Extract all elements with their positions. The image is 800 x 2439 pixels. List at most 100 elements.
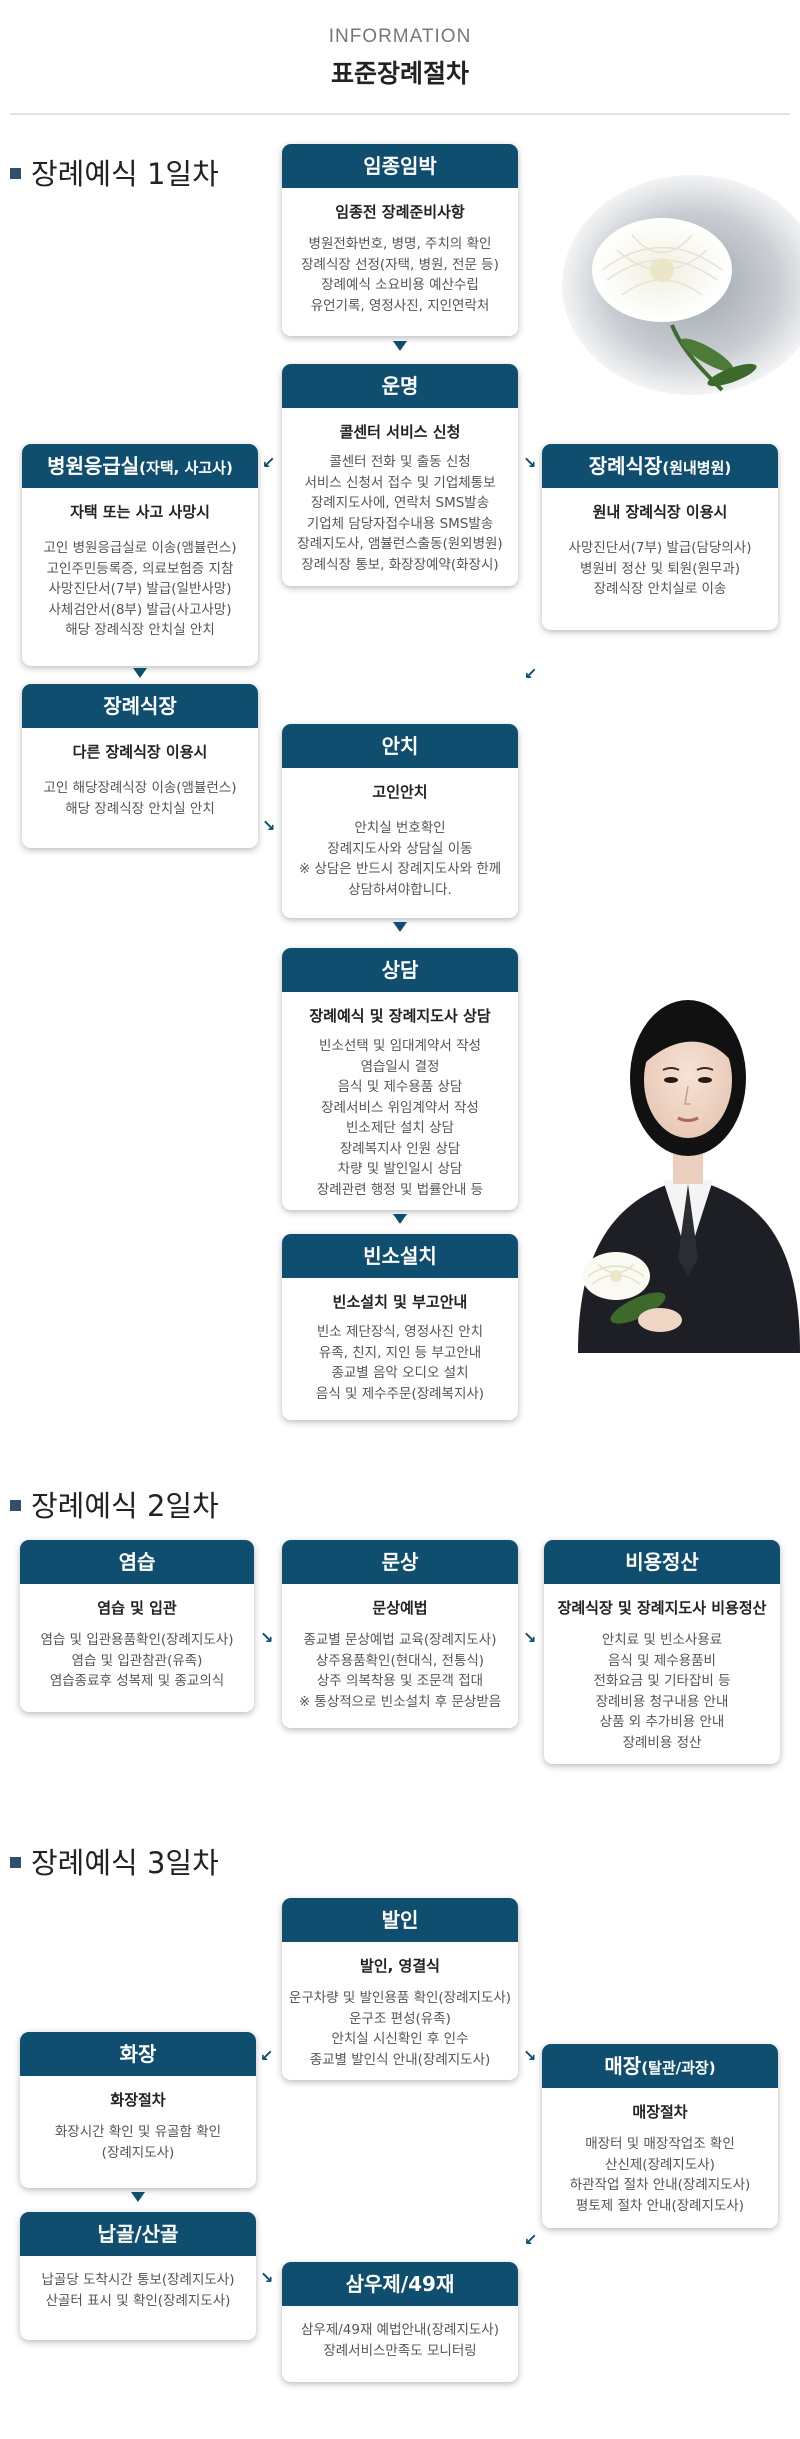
step-other-title: 장례식장 [22,684,258,728]
list-item: 종교별 발인식 안내(장례지도사) [309,2051,491,2068]
step-binso-lines: 빈소 제단장식, 영정사진 안치 유족, 친지, 지인 등 부고안내 종교별 음… [282,1322,518,1404]
step-imjong-lines: 병원전화번호, 병명, 주치의 확인 장례식장 선정(자택, 병원, 전문 등)… [282,234,518,316]
arrow-down-icon [133,668,147,678]
step-cost-title: 비용정산 [544,1540,780,1584]
list-item: 안치실 번호확인 [354,820,446,836]
step-burial-lines: 매장터 및 매장작업조 확인 산신제(장례지도사) 하관작업 절차 안내(장례지… [542,2134,778,2216]
step-cost-subtitle: 장례식장 및 장례지도사 비용정산 [557,1599,767,1617]
arrow-diagonal-icon: ↘ [260,1628,274,1647]
list-item: 장례식장 선정(자택, 병원, 전문 등) [301,256,499,273]
step-other-subtitle: 다른 장례식장 이용시 [72,743,208,761]
list-item: 장례서비스 위임계약서 작성 [321,1099,479,1116]
list-item: 음식 및 제수용품비 [608,1652,716,1669]
list-item: 산골터 표시 및 확인(장례지도사) [45,2292,231,2309]
step-cremation-title: 화장 [20,2032,256,2076]
step-yeomseup-title: 염습 [20,1540,254,1584]
list-item: 음식 및 제수주문(장례복지사) [315,1385,485,1402]
step-samuje-lines: 삼우제/49재 예법안내(장례지도사) 장례서비스만족도 모니터링 [282,2320,518,2361]
step-cost-card: 비용정산 장례식장 및 장례지도사 비용정산 안치료 및 빈소사용료 음식 및 … [544,1540,780,1764]
arrow-diagonal-icon: ↙ [262,453,276,472]
step-binso-subtitle: 빈소설치 및 부고안내 [332,1293,468,1311]
list-item: 전화요금 및 기타잡비 등 [593,1673,731,1689]
list-item: 장례식장 통보, 화장장예약(화장시) [301,556,499,573]
list-item: 장례지도사, 앰뷸런스출동(원외병원) [297,536,503,552]
list-item: 장례식장 안치실로 이송 [593,581,727,597]
list-item: 안치실 시신확인 후 인수 [331,2031,469,2047]
list-item: 서비스 신청서 접수 및 기업체통보 [304,474,496,491]
step-other-card: 장례식장 다른 장례식장 이용시 고인 해당장례식장 이송(앰뷸런스) 해당 장… [22,684,258,848]
funeral-director-photo [578,1000,800,1353]
list-item: 장례지도사에, 연락처 SMS발송 [310,495,490,511]
step-anchi-title: 안치 [282,724,518,768]
step-munsang-card: 문상 문상예법 종교별 문상예법 교육(장례지도사) 상주용품확인(현대식, 전… [282,1540,518,1728]
step-hospital-title: 병원응급실(자택, 사고사) [22,444,258,488]
list-item: 하관작업 절차 안내(장례지도사) [569,2177,751,2193]
list-item: 종교별 음악 오디오 설치 [331,1365,469,1381]
list-item: 염습 및 입관참관(유족) [71,1652,203,1669]
header-subtitle: INFORMATION [328,26,472,47]
step-inhospital-subtitle: 원내 장례식장 이용시 [592,503,728,521]
arrow-diagonal-icon: ↘ [262,816,276,835]
list-item: 병원전화번호, 병명, 주치의 확인 [308,236,492,252]
list-item: 염습일시 결정 [360,1058,440,1075]
arrow-diagonal-icon: ↙ [524,664,538,683]
step-yeomseup-card: 염습 염습 및 입관 염습 및 입관용품확인(장례지도사) 염습 및 입관참관(… [20,1540,254,1712]
step-burial-subtitle: 매장절차 [632,2103,688,2121]
step-munsang-subtitle: 문상예법 [372,1599,428,1617]
step-yeomseup-lines: 염습 및 입관용품확인(장례지도사) 염습 및 입관참관(유족) 염습종료후 성… [20,1630,254,1692]
step-sangdam-card: 상담 장례예식 및 장례지도사 상담 빈소선택 및 임대계약서 작성 염습일시 … [282,948,518,1210]
step-unmyeong-lines: 콜센터 전화 및 출동 신청 서비스 신청서 접수 및 기업체통보 장례지도사에… [282,452,518,575]
step-unmyeong-card: 운명 콜센터 서비스 신청 콜센터 전화 및 출동 신청 서비스 신청서 접수 … [282,364,518,586]
list-item: 고인주민등록증, 의료보험증 지참 [46,560,234,577]
arrow-diagonal-icon: ↙ [524,2230,538,2249]
step-balin-card: 발인 발인, 영결식 운구차량 및 발인용품 확인(장례지도사) 운구조 편성(… [282,1898,518,2080]
step-other-lines: 고인 해당장례식장 이송(앰뷸런스) 해당 장례식장 안치실 안치 [22,778,258,819]
list-item: 삼우제/49재 예법안내(장례지도사) [300,2322,499,2338]
header-divider [10,113,790,115]
list-item: 장례복지사 인원 상담 [339,1140,461,1157]
step-cost-lines: 안치료 및 빈소사용료 음식 및 제수용품비 전화요금 및 기타잡비 등 장례비… [544,1630,780,1753]
list-item: 고인 해당장례식장 이송(앰뷸런스) [43,780,237,796]
section-day3-label: 장례예식 3일차 [31,1846,219,1880]
step-samuje-title: 삼우제/49재 [282,2262,518,2306]
list-item: 안치료 및 빈소사용료 [601,1632,723,1648]
step-binso-card: 빈소설치 빈소설치 및 부고안내 빈소 제단장식, 영정사진 안치 유족, 친지… [282,1234,518,1420]
step-hospital-lines: 고인 병원응급실로 이송(앰뷸런스) 고인주민등록증, 의료보험증 지참 사망진… [22,538,258,641]
list-item: 상담하셔야합니다. [348,881,452,898]
step-cremation-subtitle: 화장절차 [110,2091,166,2109]
list-item: 매장터 및 매장작업조 확인 [585,2136,735,2152]
list-item: 음식 및 제수용품 상담 [337,1079,463,1095]
section-marker-icon [10,1856,21,1868]
arrow-diagonal-icon: ↙ [260,2046,274,2065]
step-inhospital-lines: 사망진단서(7부) 발급(담당의사) 병원비 정산 및 퇴원(원무과) 장례식장… [542,538,778,600]
section-day3: 장례예식 3일차 [10,1840,219,1882]
list-item: 차량 및 발인일시 상담 [337,1161,463,1177]
section-day1-label: 장례예식 1일차 [31,157,219,191]
list-item: 납골당 도착시간 통보(장례지도사) [41,2272,235,2288]
list-item: (장례지도사) [101,2144,175,2161]
section-day2: 장례예식 2일차 [10,1483,219,1525]
step-cremation-card: 화장 화장절차 화장시간 확인 및 유골함 확인 (장례지도사) [20,2032,256,2188]
arrow-down-icon [393,1214,407,1224]
step-samuje-card: 삼우제/49재 삼우제/49재 예법안내(장례지도사) 장례서비스만족도 모니터… [282,2262,518,2382]
step-napgol-title: 납골/산골 [20,2212,256,2256]
page-title: 표준장례절차 [330,59,469,88]
step-balin-title: 발인 [282,1898,518,1942]
list-item: 산신제(장례지도사) [605,2156,715,2173]
step-inhospital-title: 장례식장(원내병원) [542,444,778,488]
list-item: 유언기록, 영정사진, 지인연락처 [310,297,490,314]
step-munsang-lines: 종교별 문상예법 교육(장례지도사) 상주용품확인(현대식, 전통식) 상주 의… [282,1630,518,1712]
list-item: 운구차량 및 발인용품 확인(장례지도사) [288,1990,512,2006]
list-item: 종교별 문상예법 교육(장례지도사) [303,1632,497,1648]
step-binso-title: 빈소설치 [282,1234,518,1278]
list-item: 상주 의복착용 및 조문객 접대 [316,1673,484,1689]
section-day1: 장례예식 1일차 [10,151,219,193]
list-item: 빈소 제단장식, 영정사진 안치 [316,1324,484,1340]
step-napgol-card: 납골/산골 납골당 도착시간 통보(장례지도사) 산골터 표시 및 확인(장례지… [20,2212,256,2340]
step-anchi-card: 안치 고인안치 안치실 번호확인 장례지도사와 상담실 이동 ※ 상담은 반드시… [282,724,518,918]
section-marker-icon [10,167,21,179]
step-imjong-card: 임종임박 임종전 장례준비사항 병원전화번호, 병명, 주치의 확인 장례식장 … [282,144,518,336]
step-hospital-subtitle: 자택 또는 사고 사망시 [70,503,210,521]
step-sangdam-title: 상담 [282,948,518,992]
section-marker-icon [10,1499,21,1511]
